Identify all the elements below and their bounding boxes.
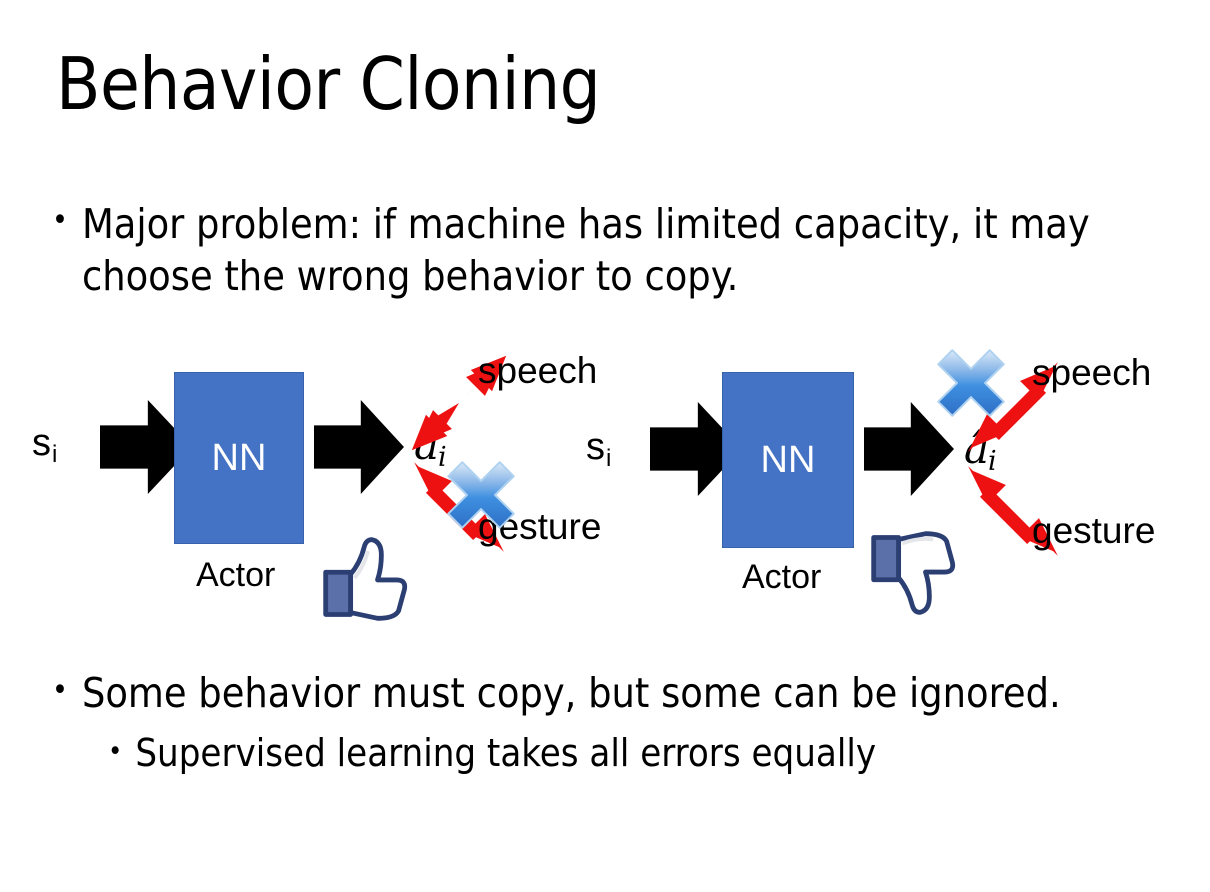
nn-box-right: NN <box>722 372 854 548</box>
bullet-supervised-learning: • Supervised learning takes all errors e… <box>108 730 1168 778</box>
branch-arrow-speech-right <box>968 362 1058 452</box>
action-label-right: âi <box>964 424 997 478</box>
branch-label-speech-right: speech <box>1032 352 1152 393</box>
output-arrow-left <box>314 400 404 494</box>
bullet-major-problem-text: Major problem: if machine has limited ca… <box>81 200 1090 301</box>
state-label-left: si <box>32 422 58 468</box>
bullet-marker-icon: • <box>108 736 123 767</box>
nn-box-left: NN <box>174 372 304 544</box>
bullet-marker-icon: • <box>52 203 68 238</box>
nn-box-label-left: NN <box>211 437 267 479</box>
cross-out-icon-gesture-left <box>447 461 515 529</box>
actor-caption-right: Actor <box>742 558 822 596</box>
nn-box-label-right: NN <box>760 439 816 481</box>
diagram-limited-capacity-gesture-ignored: si NN Actor âi speech <box>18 340 618 640</box>
state-label-right: si <box>586 426 612 472</box>
page-title: Behavior Cloning <box>56 42 601 126</box>
actor-caption-left: Actor <box>196 556 276 594</box>
cross-out-icon-speech-right <box>937 349 1005 417</box>
thumbs-up-icon-left <box>323 537 408 621</box>
thumbs-down-icon-right <box>871 531 956 615</box>
bullet-some-behavior: • Some behavior must copy, but some can … <box>52 668 1172 719</box>
branch-label-speech-left: speech <box>478 350 598 391</box>
bullet-marker-icon: • <box>52 673 68 708</box>
diagram-limited-capacity-speech-ignored: si NN Actor âi speech <box>566 340 1166 640</box>
branch-arrow-speech-left <box>411 355 507 451</box>
bullet-some-behavior-text: Some behavior must copy, but some can be… <box>81 669 1061 717</box>
branch-arrow-gesture-right <box>968 466 1058 556</box>
bullet-supervised-learning-text: Supervised learning takes all errors equ… <box>135 731 877 775</box>
branch-label-gesture-right: gesture <box>1032 510 1156 551</box>
bullet-major-problem: • Major problem: if machine has limited … <box>52 198 1132 303</box>
